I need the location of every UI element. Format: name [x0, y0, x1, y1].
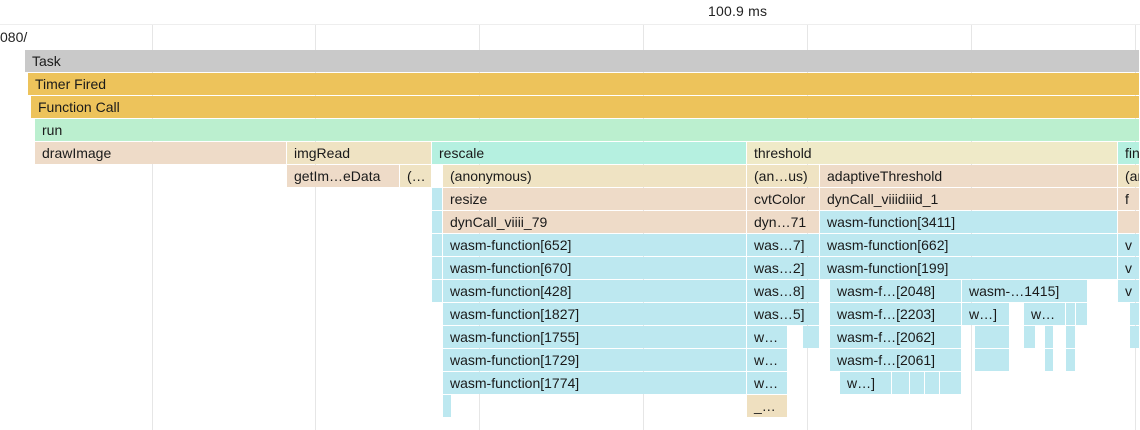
frame-getimagedata[interactable]: getIm…eData: [287, 165, 400, 187]
frame-wasm-2203[interactable]: wasm-f…[2203]: [830, 303, 962, 325]
frame-wasm-small[interactable]: [925, 372, 940, 394]
frame-wasm-652[interactable]: wasm-function[652]: [443, 234, 747, 256]
frame-wasm-right[interactable]: v: [1118, 234, 1140, 256]
frame-dyn-71[interactable]: dyn…71: [747, 211, 820, 233]
frame-wasm-small[interactable]: [803, 326, 820, 348]
timeline-ruler: 100.9 ms: [0, 0, 1140, 25]
frame-wasm-662[interactable]: wasm-function[662]: [820, 234, 1118, 256]
frame-anon-right[interactable]: (ar: [1118, 165, 1140, 187]
frame-wasm-small[interactable]: [1024, 326, 1036, 348]
frame-anonymous[interactable]: (anonymous): [443, 165, 747, 187]
frame-task[interactable]: Task: [25, 50, 1140, 72]
frame-timer-fired[interactable]: Timer Fired: [28, 73, 1140, 95]
frame-rescale[interactable]: rescale: [432, 142, 747, 164]
frame-w-5[interactable]: w…: [747, 372, 788, 394]
frame-wasm-2048[interactable]: wasm-f…[2048]: [830, 280, 962, 302]
track-label: 080/: [0, 29, 28, 45]
frame-w-1[interactable]: w…]: [962, 303, 1010, 325]
frame-imgread[interactable]: imgRead: [287, 142, 432, 164]
frame-w-6[interactable]: w…]: [840, 372, 892, 394]
frame-wasm-sliver[interactable]: [432, 234, 443, 256]
frame-function-call[interactable]: Function Call: [31, 96, 1140, 118]
frame-resize[interactable]: resize: [443, 188, 747, 210]
frame-right-edge[interactable]: [1118, 211, 1140, 233]
frame-wasm-sliver[interactable]: [432, 188, 443, 210]
frame-wasm-1774[interactable]: wasm-function[1774]: [443, 372, 747, 394]
frame-wasm-small[interactable]: [1066, 303, 1076, 325]
frame-dyncall-viiii[interactable]: dynCall_viiii_79: [443, 211, 747, 233]
frame-wasm-sliver[interactable]: [432, 257, 443, 279]
frame-wasm-right[interactable]: v: [1118, 280, 1140, 302]
frame-wasm-1827[interactable]: wasm-function[1827]: [443, 303, 747, 325]
frame-wasm-small[interactable]: [975, 326, 1010, 348]
frame-wasm-1755[interactable]: wasm-function[1755]: [443, 326, 747, 348]
frame-wasm-2062[interactable]: wasm-f…[2062]: [830, 326, 962, 348]
frame-wasm-8[interactable]: was…8]: [747, 280, 820, 302]
frame-w-3[interactable]: w…: [747, 326, 788, 348]
frame-wasm-199[interactable]: wasm-function[199]: [820, 257, 1118, 279]
frame-f-right[interactable]: f: [1118, 188, 1140, 210]
frame-dyncall-viiidiiid[interactable]: dynCall_viiidiiid_1: [820, 188, 1118, 210]
frame-wasm-small[interactable]: [1045, 349, 1054, 371]
grid-line: [315, 0, 316, 430]
frame-wasm-7[interactable]: was…7]: [747, 234, 820, 256]
frame-wasm-small[interactable]: [910, 372, 925, 394]
frame-fin[interactable]: fin: [1118, 142, 1140, 164]
frame-run[interactable]: run: [35, 119, 1140, 141]
frame-wasm-small[interactable]: [940, 372, 962, 394]
ruler-time-label: 100.9 ms: [708, 3, 768, 19]
frame-cvtcolor[interactable]: cvtColor: [747, 188, 820, 210]
frame-drawimage[interactable]: drawImage: [35, 142, 287, 164]
frame-wasm-1415[interactable]: wasm-…1415]: [962, 280, 1088, 302]
frame-adaptivethreshold[interactable]: adaptiveThreshold: [820, 165, 1118, 187]
frame-wasm-5[interactable]: was…5]: [747, 303, 820, 325]
frame-wasm-small[interactable]: [1130, 303, 1140, 325]
frame-w-2[interactable]: w…: [1024, 303, 1066, 325]
frame-threshold[interactable]: threshold: [747, 142, 1118, 164]
frame-anon-small[interactable]: (…: [400, 165, 432, 187]
frame-wasm-3411[interactable]: wasm-function[3411]: [820, 211, 1118, 233]
frame-underscore[interactable]: _…: [747, 395, 788, 417]
frame-wasm-2[interactable]: was…2]: [747, 257, 820, 279]
frame-wasm-small[interactable]: [1045, 326, 1054, 348]
frame-wasm-right[interactable]: v: [1118, 257, 1140, 279]
frame-wasm-small[interactable]: [975, 349, 1010, 371]
frame-wasm-sliver[interactable]: [432, 280, 443, 302]
frame-wasm-670[interactable]: wasm-function[670]: [443, 257, 747, 279]
frame-wasm-small[interactable]: [1066, 349, 1076, 371]
frame-wasm-1729[interactable]: wasm-function[1729]: [443, 349, 747, 371]
grid-line: [152, 0, 153, 430]
frame-w-4[interactable]: w…: [747, 349, 788, 371]
frame-wasm-small[interactable]: [1130, 326, 1140, 348]
frame-wasm-small[interactable]: [1076, 303, 1088, 325]
frame-anonymous-2[interactable]: (an…us): [747, 165, 820, 187]
frame-wasm-2061[interactable]: wasm-f…[2061]: [830, 349, 962, 371]
frame-wasm-small[interactable]: [892, 372, 910, 394]
frame-wasm-small[interactable]: [443, 395, 452, 417]
frame-wasm-small[interactable]: [1066, 326, 1076, 348]
frame-wasm-428[interactable]: wasm-function[428]: [443, 280, 747, 302]
frame-wasm-sliver[interactable]: [432, 211, 443, 233]
